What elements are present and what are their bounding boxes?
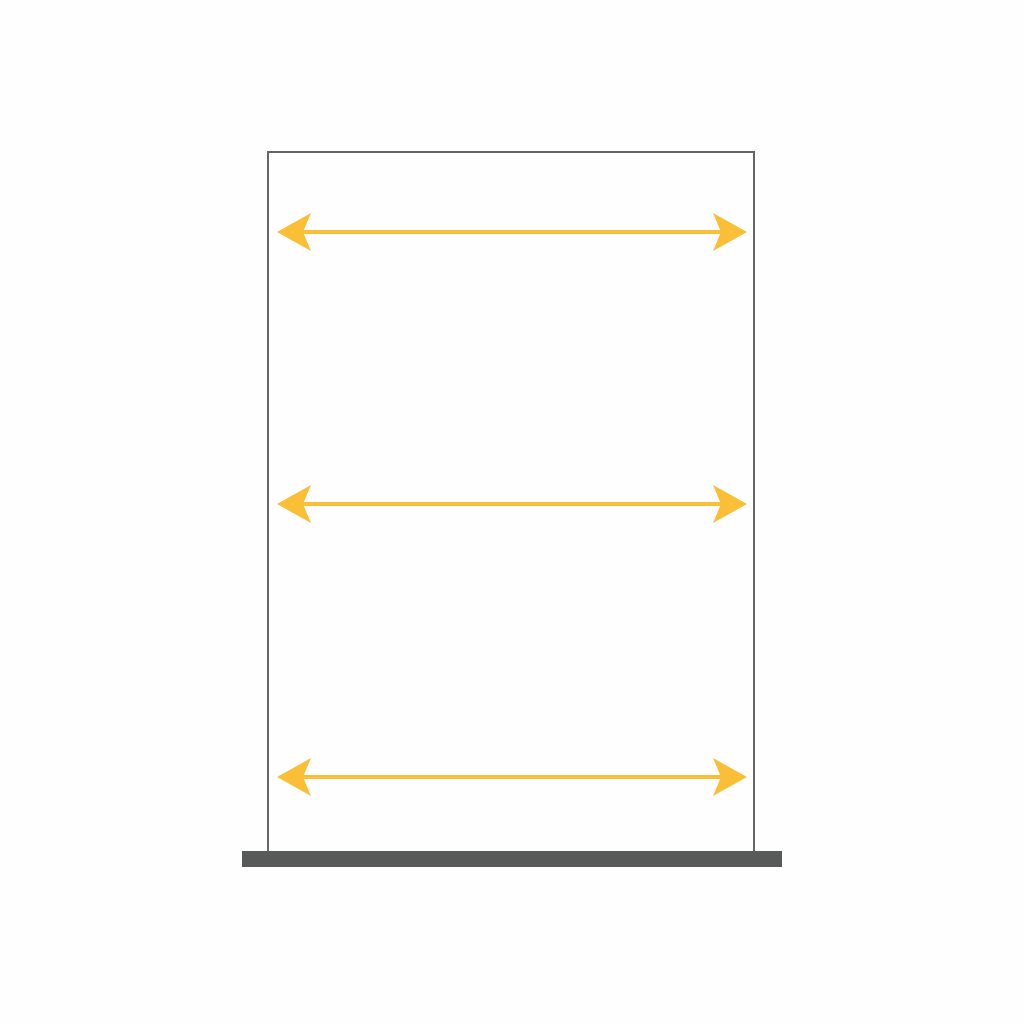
arrow-middle [277, 485, 747, 523]
base-bar [242, 851, 782, 867]
arrowhead-left-icon [277, 758, 311, 796]
arrowhead-right-icon [713, 485, 747, 523]
arrow-bottom [277, 758, 747, 796]
arrow-top [277, 213, 747, 251]
arrowhead-right-icon [713, 213, 747, 251]
arrowhead-left-icon [277, 213, 311, 251]
arrowhead-right-icon [713, 758, 747, 796]
arrowhead-left-icon [277, 485, 311, 523]
